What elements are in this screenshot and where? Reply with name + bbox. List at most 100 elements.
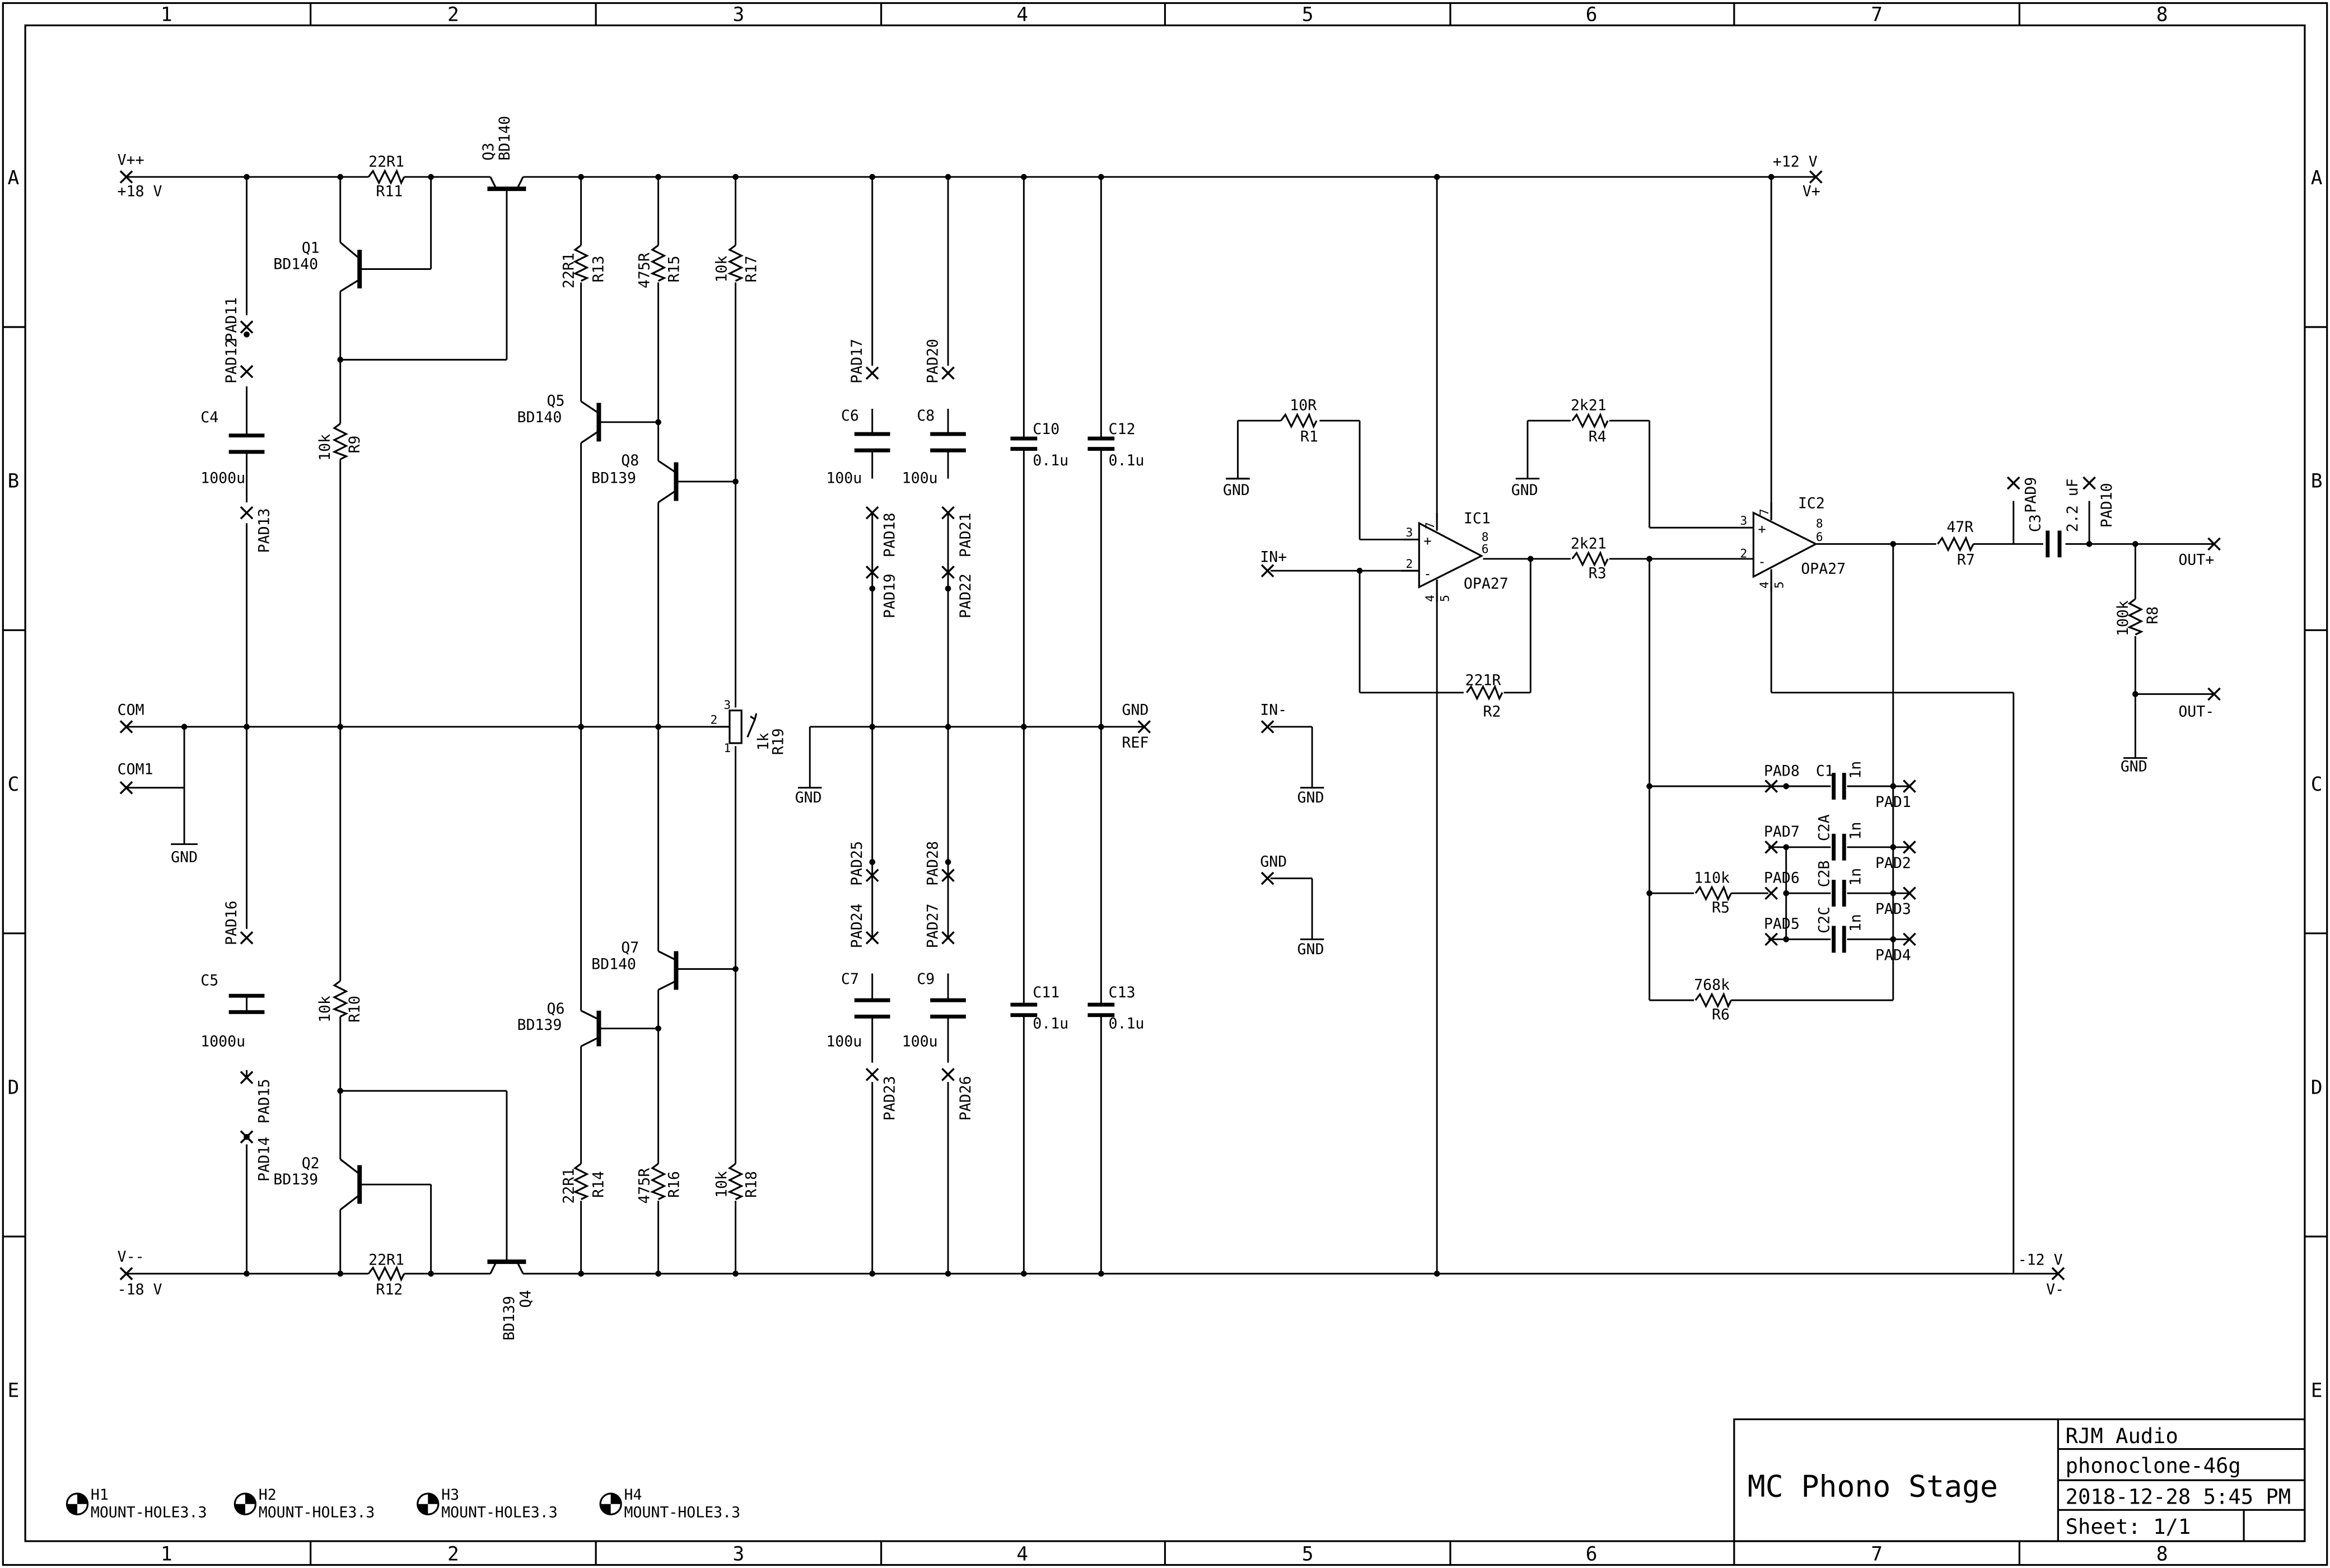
- c5-name: C5: [200, 972, 218, 990]
- capacitor-c9: [930, 998, 966, 1019]
- pad5-label: PAD5: [1764, 916, 1800, 933]
- transistor-q6: [580, 1010, 601, 1047]
- capacitors: [228, 432, 2062, 1019]
- pad18-label: PAD18: [881, 512, 899, 557]
- h1-value: MOUNT-HOLE3.3: [91, 1504, 207, 1522]
- pin-label: 8: [1816, 517, 1823, 531]
- capacitor-c2c: [1832, 926, 1846, 953]
- c3-value: 2.2 uF: [2064, 478, 2081, 532]
- r6-value: 768k: [1694, 977, 1730, 994]
- port-vmm-value: -18 V: [118, 1281, 162, 1299]
- mount-holes: H1 MOUNT-HOLE3.3 H2 MOUNT-HOLE3.3 H3 MOU…: [66, 1486, 740, 1522]
- pin-label: -: [1758, 554, 1766, 570]
- q5-value: BD140: [517, 409, 562, 426]
- capacitor-c10: [1010, 436, 1038, 451]
- r12-value: 22R1: [368, 1251, 404, 1268]
- port-out-plus-label: OUT+: [2178, 552, 2214, 569]
- c8-name: C8: [917, 407, 935, 424]
- capacitor-c6: [854, 432, 890, 452]
- c10-value: 0.1u: [1033, 452, 1068, 469]
- company-text: RJM Audio: [2066, 1424, 2178, 1448]
- q7-value: BD140: [591, 955, 636, 973]
- transistor-q7: [657, 950, 679, 991]
- col-label: 3: [733, 1543, 745, 1566]
- port-vp-label: V+: [1803, 183, 1820, 200]
- pin-label: +: [1423, 533, 1431, 549]
- pad19-label: PAD19: [881, 573, 899, 618]
- row-label: B: [8, 470, 20, 493]
- pin-label: -: [1423, 566, 1431, 581]
- capacitor-c2b: [1832, 880, 1846, 907]
- pin-label: 1: [723, 741, 731, 755]
- col-label: 6: [1586, 1543, 1598, 1566]
- col-label: 8: [2156, 3, 2168, 26]
- r7-value: 47R: [1946, 519, 1973, 536]
- q5-name: Q5: [547, 393, 565, 410]
- pin-label: 3: [1740, 514, 1747, 528]
- row-label: C: [8, 773, 20, 796]
- c12-value: 0.1u: [1109, 452, 1145, 469]
- q3-name: Q3: [480, 143, 497, 161]
- r4-value: 2k21: [1571, 397, 1607, 414]
- q8-name: Q8: [621, 452, 639, 469]
- r2-name: R2: [1483, 703, 1501, 720]
- r18-name: R18: [743, 1171, 760, 1198]
- c9-name: C9: [917, 970, 935, 988]
- c8-value: 100u: [902, 470, 938, 487]
- resistor-r1: [1280, 413, 1318, 428]
- port-vpp-label: V++: [118, 152, 144, 169]
- pad22-label: PAD22: [957, 573, 974, 618]
- capacitor-c1: [1832, 773, 1846, 800]
- q8-value: BD139: [591, 470, 636, 487]
- mount-hole-h2: H2 MOUNT-HOLE3.3: [234, 1486, 375, 1522]
- transistor-q1: [339, 241, 362, 292]
- h2-value: MOUNT-HOLE3.3: [259, 1504, 375, 1522]
- resistor-r16: [651, 1163, 665, 1201]
- title-text: MC Phono Stage: [1748, 1469, 1998, 1504]
- col-label: 4: [1016, 1543, 1028, 1566]
- c2b-value: 1n: [1847, 868, 1864, 886]
- col-label: 7: [1871, 1543, 1883, 1566]
- row-label: B: [2311, 470, 2323, 493]
- row-label: A: [2311, 167, 2323, 189]
- q1-name: Q1: [302, 239, 320, 256]
- pin-label: 5: [1772, 581, 1786, 589]
- r13-name: R13: [590, 255, 607, 282]
- pad16-label: PAD16: [223, 900, 240, 945]
- project-text: phonoclone-46g: [2066, 1454, 2241, 1478]
- q2-value: BD139: [273, 1171, 318, 1188]
- port-com1-label: COM1: [118, 761, 153, 778]
- transistor-q2: [339, 1158, 362, 1211]
- h4-name: H4: [624, 1486, 642, 1504]
- col-label: 2: [447, 3, 459, 26]
- r8-name: R8: [2144, 606, 2161, 624]
- r1-name: R1: [1300, 428, 1318, 445]
- c6-value: 100u: [826, 470, 862, 487]
- r17-name: R17: [743, 255, 760, 282]
- connection-markers: [119, 170, 2221, 1281]
- q1-value: BD140: [273, 255, 318, 273]
- r14-name: R14: [590, 1171, 607, 1198]
- resistors: [333, 170, 2142, 1281]
- pad25-label: PAD25: [848, 841, 866, 886]
- gnd-label: GND: [2121, 758, 2147, 775]
- pin-label: 2: [710, 713, 717, 727]
- pad28-label: PAD28: [924, 841, 941, 886]
- pad10-label: PAD10: [2098, 483, 2116, 528]
- port-com-label: COM: [118, 702, 144, 719]
- col-label: 1: [161, 1543, 172, 1566]
- r6-name: R6: [1712, 1006, 1730, 1024]
- potentiometer-r19: [710, 710, 758, 744]
- row-label: A: [8, 167, 20, 189]
- c10-name: C10: [1033, 421, 1059, 438]
- r19-name: R19: [769, 728, 787, 755]
- ic1-name: IC1: [1464, 510, 1491, 527]
- r11-value: 22R1: [368, 153, 404, 170]
- mount-hole-h3: H3 MOUNT-HOLE3.3: [417, 1486, 558, 1522]
- port-vmm-label: V--: [118, 1248, 144, 1266]
- r3-value: 2k21: [1571, 535, 1607, 552]
- r10-name: R10: [346, 996, 363, 1023]
- r2-value: 221R: [1465, 672, 1501, 689]
- c1-value: 1n: [1847, 761, 1864, 779]
